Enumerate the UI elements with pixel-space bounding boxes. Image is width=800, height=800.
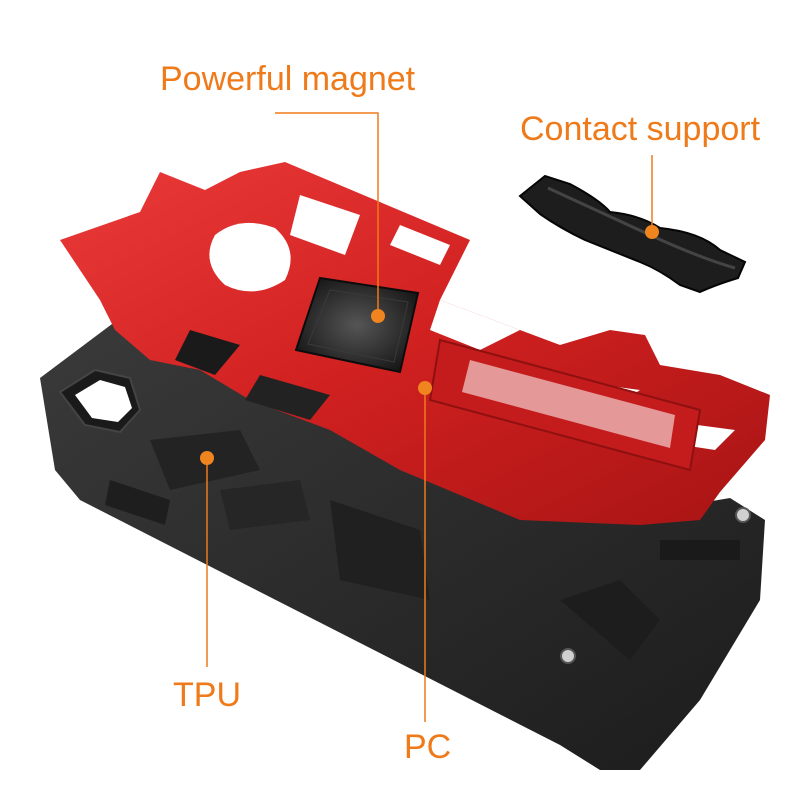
tpu-label: TPU [173,676,241,714]
pc-frame [60,162,770,525]
magnet-label: Powerful magnet [160,60,416,98]
tpu-callout-dot [200,451,214,465]
magnet-plate [294,276,420,374]
pc-label: PC [404,728,452,766]
magnet-callout-dot [371,309,385,323]
support-clip [518,174,747,294]
support-callout-dot [645,225,659,239]
pc-callout-dot [418,381,432,395]
support-label: Contact support [520,110,761,148]
magnet-leader-line [275,112,379,316]
callout-lines [206,112,653,722]
